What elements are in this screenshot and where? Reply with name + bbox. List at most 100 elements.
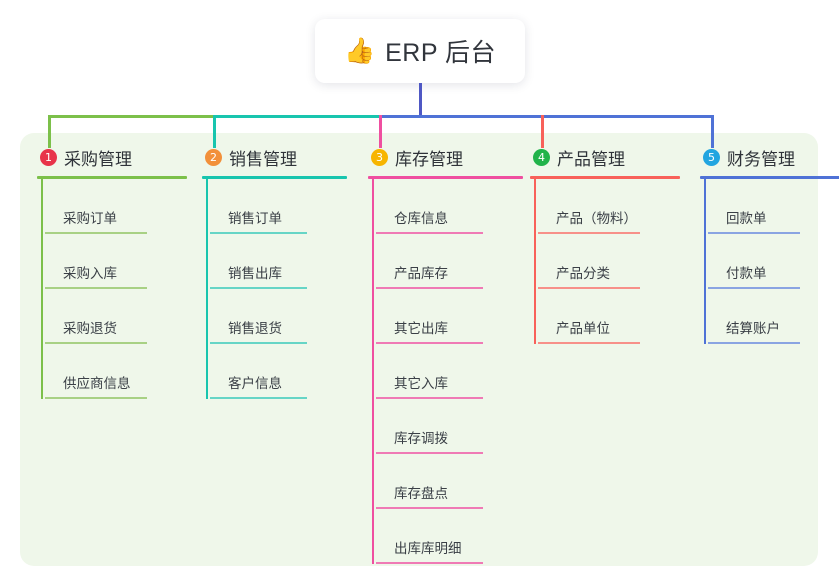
leaf-label: 销售退货 [228, 321, 282, 336]
leaf-item[interactable]: 采购入库 [41, 234, 187, 289]
root-node-title: ERP 后台 [385, 39, 497, 67]
branch-underline [530, 176, 680, 179]
root-node-erp-backend[interactable]: 👍 ERP 后台 [315, 19, 525, 83]
branch-underline [37, 176, 187, 179]
leaf-item[interactable]: 销售订单 [206, 179, 347, 234]
leaf-item[interactable]: 产品（物料） [534, 179, 680, 234]
leaf-item[interactable]: 供应商信息 [41, 344, 187, 399]
leaf-underline [538, 287, 640, 289]
leaf-item[interactable]: 销售出库 [206, 234, 347, 289]
leaf-underline [376, 562, 483, 564]
branch-spine [534, 179, 536, 344]
bus-segment-1 [48, 115, 213, 118]
thumbs-up-emoji: 👍 [343, 36, 376, 65]
branch-title: 产品管理 [557, 149, 625, 169]
leaf-item[interactable]: 其它出库 [372, 289, 523, 344]
leaf-item[interactable]: 客户信息 [206, 344, 347, 399]
branch-header-1[interactable]: 1 采购管理 [37, 145, 187, 169]
branch-header-4[interactable]: 4 产品管理 [530, 145, 680, 169]
bus-segment-2 [213, 115, 379, 118]
leaf-item[interactable]: 采购订单 [41, 179, 187, 234]
leaf-label: 库存盘点 [394, 486, 448, 501]
leaf-underline [45, 342, 147, 344]
branch-underline [700, 176, 839, 179]
leaf-underline [376, 342, 483, 344]
branch-drop-4 [541, 115, 544, 148]
branch-leaf-list: 回款单付款单结算账户 [700, 179, 839, 344]
leaf-label: 回款单 [726, 211, 767, 226]
branch-column-5: 5 财务管理回款单付款单结算账户 [700, 145, 839, 344]
leaf-item[interactable]: 出库库明细 [372, 509, 523, 564]
branch-header-2[interactable]: 2 销售管理 [202, 145, 347, 169]
leaf-underline [210, 397, 307, 399]
leaf-underline [376, 232, 483, 234]
branch-spine [206, 179, 208, 399]
branch-spine [41, 179, 43, 399]
leaf-item[interactable]: 仓库信息 [372, 179, 523, 234]
branch-underline [368, 176, 523, 179]
branch-title: 库存管理 [395, 149, 463, 169]
leaf-item[interactable]: 产品分类 [534, 234, 680, 289]
leaf-item[interactable]: 付款单 [704, 234, 839, 289]
leaf-underline [708, 342, 800, 344]
leaf-label: 产品分类 [556, 266, 610, 281]
bus-segment-3 [379, 115, 714, 118]
branch-column-2: 2 销售管理销售订单销售出库销售退货客户信息 [202, 145, 347, 399]
leaf-underline [45, 287, 147, 289]
branch-title: 销售管理 [229, 149, 297, 169]
leaf-label: 产品（物料） [556, 211, 637, 226]
leaf-item[interactable]: 其它入库 [372, 344, 523, 399]
leaf-underline [45, 397, 147, 399]
leaf-underline [538, 342, 640, 344]
leaf-underline [376, 397, 483, 399]
branch-drop-2 [213, 115, 216, 148]
leaf-item[interactable]: 产品单位 [534, 289, 680, 344]
branch-leaf-list: 销售订单销售出库销售退货客户信息 [202, 179, 347, 399]
branch-header-3[interactable]: 3 库存管理 [368, 145, 523, 169]
branch-number-badge: 2 [205, 148, 222, 166]
leaf-item[interactable]: 库存调拨 [372, 399, 523, 454]
leaf-label: 采购退货 [63, 321, 117, 336]
branch-spine [704, 179, 706, 344]
leaf-underline [210, 342, 307, 344]
branch-drop-5 [711, 115, 714, 148]
branch-number-badge: 1 [40, 148, 57, 166]
leaf-label: 仓库信息 [394, 211, 448, 226]
branch-number-badge: 5 [703, 148, 720, 166]
branch-title: 财务管理 [727, 149, 795, 169]
branch-number-badge: 4 [533, 148, 550, 166]
leaf-underline [376, 287, 483, 289]
leaf-label: 销售订单 [228, 211, 282, 226]
leaf-item[interactable]: 产品库存 [372, 234, 523, 289]
leaf-label: 采购订单 [63, 211, 117, 226]
leaf-item[interactable]: 结算账户 [704, 289, 839, 344]
branch-leaf-list: 产品（物料） 产品分类产品单位 [530, 179, 680, 344]
branch-drop-1 [48, 115, 51, 148]
leaf-item[interactable]: 采购退货 [41, 289, 187, 344]
branch-underline [202, 176, 347, 179]
leaf-underline [708, 232, 800, 234]
branch-leaf-list: 仓库信息产品库存其它出库其它入库库存调拨库存盘点出库库明细 [368, 179, 523, 564]
leaf-label: 产品单位 [556, 321, 610, 336]
leaf-underline [376, 452, 483, 454]
leaf-item[interactable]: 销售退货 [206, 289, 347, 344]
leaf-underline [45, 232, 147, 234]
leaf-item[interactable]: 回款单 [704, 179, 839, 234]
branch-number-badge: 3 [371, 148, 388, 166]
leaf-label: 结算账户 [726, 321, 780, 336]
branch-column-1: 1 采购管理采购订单采购入库采购退货供应商信息 [37, 145, 187, 399]
leaf-label: 付款单 [726, 266, 767, 281]
leaf-underline [538, 232, 640, 234]
trunk-connector [419, 83, 422, 118]
branch-title: 采购管理 [64, 149, 132, 169]
branch-spine [372, 179, 374, 564]
leaf-underline [708, 287, 800, 289]
leaf-label: 销售出库 [228, 266, 282, 281]
branch-header-5[interactable]: 5 财务管理 [700, 145, 839, 169]
leaf-underline [210, 287, 307, 289]
leaf-label: 供应商信息 [63, 376, 131, 391]
branch-drop-3 [379, 115, 382, 148]
branch-column-4: 4 产品管理产品（物料） 产品分类产品单位 [530, 145, 680, 344]
leaf-item[interactable]: 库存盘点 [372, 454, 523, 509]
